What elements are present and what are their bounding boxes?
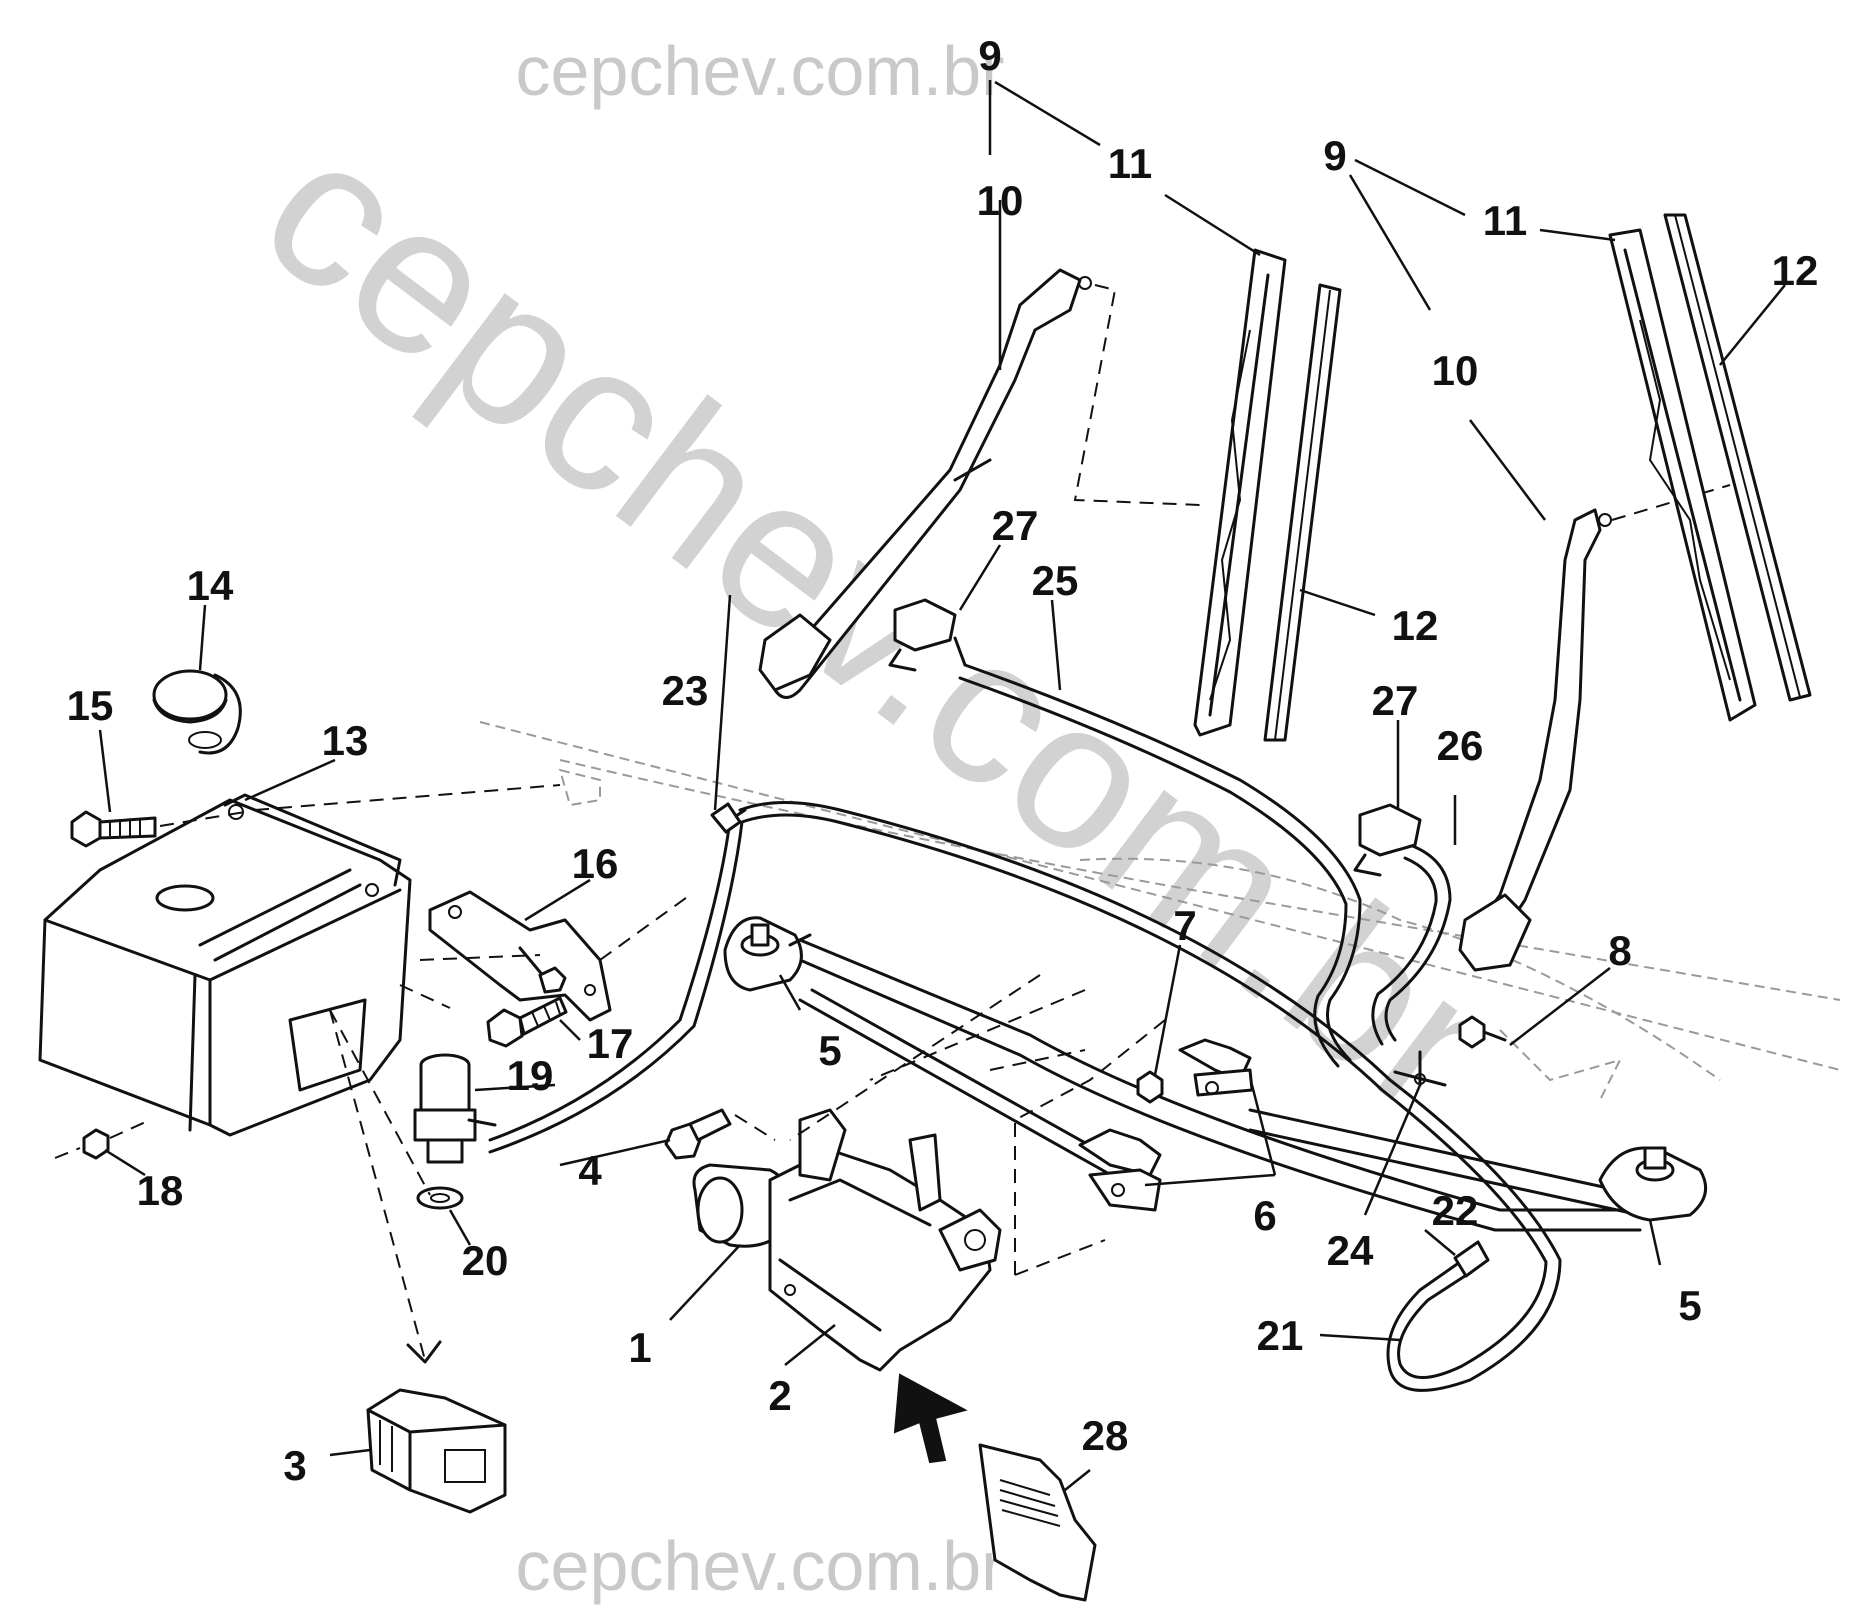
reservoir-bolt [70, 810, 157, 848]
callout-9a: 9 [978, 32, 1001, 79]
callout-19: 19 [507, 1052, 554, 1099]
callout-17: 17 [587, 1020, 634, 1067]
callout-24: 24 [1327, 1227, 1374, 1274]
motor-access-cover [978, 1443, 1097, 1602]
watermark-diagonal: cepchev.com.br [223, 88, 1536, 1158]
wiper-blade-right [1608, 228, 1757, 722]
callout-5a: 5 [818, 1027, 841, 1074]
callout-1: 1 [628, 1324, 651, 1371]
washer-nozzle-right [1353, 803, 1422, 877]
bracket-dash [399, 894, 691, 1009]
arm-right-to-blade-dash [1611, 484, 1731, 521]
callout-3: 3 [283, 1442, 306, 1489]
arm-left-to-blade-dash [1073, 284, 1201, 506]
callout-10a: 10 [977, 177, 1024, 224]
callout-4: 4 [578, 1147, 602, 1194]
hose-clip [710, 802, 742, 834]
bolt-4-dash [734, 1114, 776, 1141]
linkage-clamp-lower [1078, 1128, 1162, 1212]
washer-hose-right-nozzle-edge [1371, 856, 1438, 1046]
electrical-connector [366, 1388, 507, 1514]
callout-23: 23 [662, 667, 709, 714]
clamp-dash-box [1014, 1019, 1166, 1276]
callout-20: 20 [462, 1237, 509, 1284]
callout-leader-lines [98, 80, 1786, 1491]
callout-26: 26 [1437, 722, 1484, 769]
callout-25: 25 [1032, 557, 1079, 604]
washer-hose-left-nozzle-edge [958, 676, 1348, 1068]
bolt-15-dash [159, 784, 561, 827]
callout-7: 7 [1173, 902, 1196, 949]
callout-9b: 9 [1323, 132, 1346, 179]
callout-11a: 11 [1108, 140, 1152, 187]
linkage-clamp-upper [1178, 1038, 1254, 1097]
reservoir-filler-neck [155, 884, 215, 912]
washer-nozzle-left [888, 598, 967, 672]
bracket-small-bolt [538, 966, 567, 994]
cowl-panel-outline [479, 721, 1841, 1101]
hose-tee-connector [1393, 1050, 1447, 1087]
cowl-mount-hint [558, 768, 601, 807]
callout-12a: 12 [1392, 602, 1439, 649]
watermark-bottom: cepchev.com.br [516, 1527, 1005, 1605]
wiper-arm-nut [1458, 1015, 1507, 1049]
callout-18: 18 [137, 1167, 184, 1214]
pivot-right [1598, 1146, 1708, 1222]
callout-5b: 5 [1678, 1282, 1701, 1329]
wiper-blade-left [1193, 248, 1287, 737]
callout-2: 2 [768, 1372, 791, 1419]
blade-insert-left [1263, 283, 1342, 742]
callout-12b: 12 [1772, 247, 1819, 294]
callout-6: 6 [1253, 1192, 1276, 1239]
callout-28: 28 [1082, 1412, 1129, 1459]
direction-arrow-icon [893, 1373, 968, 1464]
bracket-bolt [486, 996, 568, 1048]
pivot-left [723, 916, 812, 992]
watermark-top: cepchev.com.br [516, 32, 1005, 110]
wiper-arm-right [1458, 508, 1612, 972]
callout-27a: 27 [992, 502, 1039, 549]
callout-8: 8 [1608, 927, 1631, 974]
washer-hose-left-nozzle [963, 663, 1362, 1062]
reservoir-cap [152, 669, 242, 755]
motor-mount-dash [789, 974, 1086, 1141]
washer-pump [413, 1053, 497, 1164]
reservoir-guide-dash [329, 1009, 431, 1361]
callout-14: 14 [187, 562, 234, 609]
callout-22: 22 [1432, 1187, 1479, 1234]
guide-arrow-tip [406, 1340, 442, 1364]
callout-15: 15 [67, 682, 114, 729]
callout-27b: 27 [1372, 677, 1419, 724]
callout-numbers: 9 11 10 9 11 10 12 12 27 25 27 26 7 8 14… [67, 32, 1819, 1489]
wiper-arm-left [758, 268, 1092, 699]
callout-11b: 11 [1483, 197, 1527, 244]
callout-16: 16 [572, 840, 619, 887]
pump-grommet [416, 1186, 464, 1210]
washer-fluid-reservoir [38, 793, 412, 1137]
callout-21: 21 [1257, 1312, 1304, 1359]
clamp-nut [1136, 1070, 1164, 1104]
washer-hose-right-nozzle [1384, 843, 1452, 1042]
nut-18-dash [54, 1119, 151, 1159]
reservoir-nut [82, 1128, 110, 1160]
wiper-motor [692, 1108, 1002, 1372]
blade-insert-right [1663, 213, 1812, 702]
callout-13: 13 [322, 717, 369, 764]
motor-bolt [664, 1108, 732, 1160]
callout-10b: 10 [1432, 347, 1479, 394]
